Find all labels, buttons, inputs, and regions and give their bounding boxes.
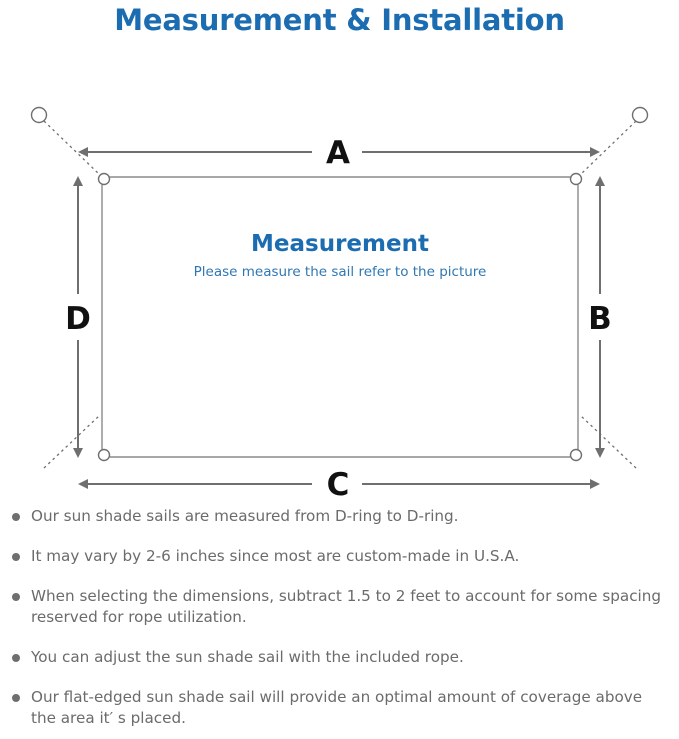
dimension-label-a: A [326,135,350,171]
bullet-icon [12,694,20,702]
anchor-point-top-left [30,106,48,124]
dimension-a: A [78,135,600,171]
anchor-ropes [43,120,637,469]
d-ring-top-right [569,172,583,186]
sail-rectangle [101,176,579,458]
note-text: You can adjust the sun shade sail with t… [31,648,464,666]
notes-list: Our sun shade sails are measured from D-… [0,506,679,729]
page-title: Measurement & Installation [114,3,565,37]
note-text: When selecting the dimensions, subtract … [31,587,662,626]
diagram-center-title: Measurement [251,231,429,257]
dimension-c: C [78,467,600,500]
dimension-label-d: D [65,301,91,337]
rope-bottom-right [579,414,637,469]
note-text: Our flat-edged sun shade sail will provi… [31,688,643,727]
d-ring-top-left [97,172,111,186]
dimension-d: D [65,176,91,458]
list-item: Our sun shade sails are measured from D-… [12,506,669,527]
dimension-b: B [588,176,612,458]
list-item: You can adjust the sun shade sail with t… [12,647,669,668]
sail-measurement-svg: A C D B Measurement Please me [30,106,649,500]
list-item: Our flat-edged sun shade sail will provi… [12,687,669,729]
anchor-point-top-right [631,106,649,124]
anchor-points [30,106,649,124]
list-item: It may vary by 2-6 inches since most are… [12,546,669,567]
d-ring-bottom-right [569,448,583,462]
bullet-icon [12,654,20,662]
bullet-icon [12,593,20,601]
d-ring-bottom-left [97,448,111,462]
list-item: When selecting the dimensions, subtract … [12,586,669,628]
rope-bottom-left [43,414,101,469]
d-rings [97,172,583,462]
diagram-center-subtitle: Please measure the sail refer to the pic… [194,264,487,280]
diagram-container: A C D B Measurement Please me [0,38,679,500]
rope-top-left [43,120,101,176]
bullet-icon [12,513,20,521]
dimension-label-b: B [588,301,612,337]
dimension-label-c: C [327,467,350,500]
bullet-icon [12,553,20,561]
rope-top-right [579,120,637,176]
note-text: It may vary by 2-6 inches since most are… [31,547,520,565]
note-text: Our sun shade sails are measured from D-… [31,507,459,525]
